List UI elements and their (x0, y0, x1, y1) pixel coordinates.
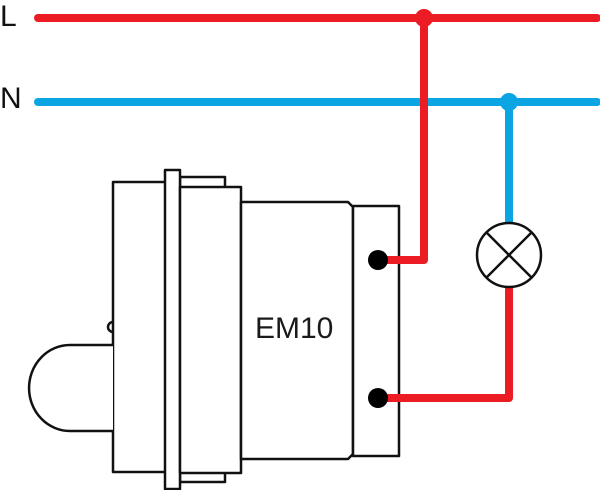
device-terminal-2 (368, 388, 388, 408)
device-terminal-block (351, 204, 401, 458)
notch-icon (106, 320, 114, 334)
live-junction-dot (415, 9, 433, 27)
device-terminal-1 (368, 250, 388, 270)
device-front-housing (111, 180, 168, 474)
lamp-to-terminal-wire (376, 284, 513, 402)
device-main-body (178, 185, 243, 475)
device-collar (163, 168, 182, 490)
neutral-label: N (0, 82, 22, 115)
knob-icon (27, 343, 113, 433)
em10-device (111, 168, 401, 490)
device-label: EM10 (255, 312, 334, 345)
lamp-icon (475, 221, 543, 289)
neutral-junction-dot (500, 93, 518, 111)
live-to-terminal-wire (376, 14, 428, 264)
live-label: L (0, 0, 17, 33)
